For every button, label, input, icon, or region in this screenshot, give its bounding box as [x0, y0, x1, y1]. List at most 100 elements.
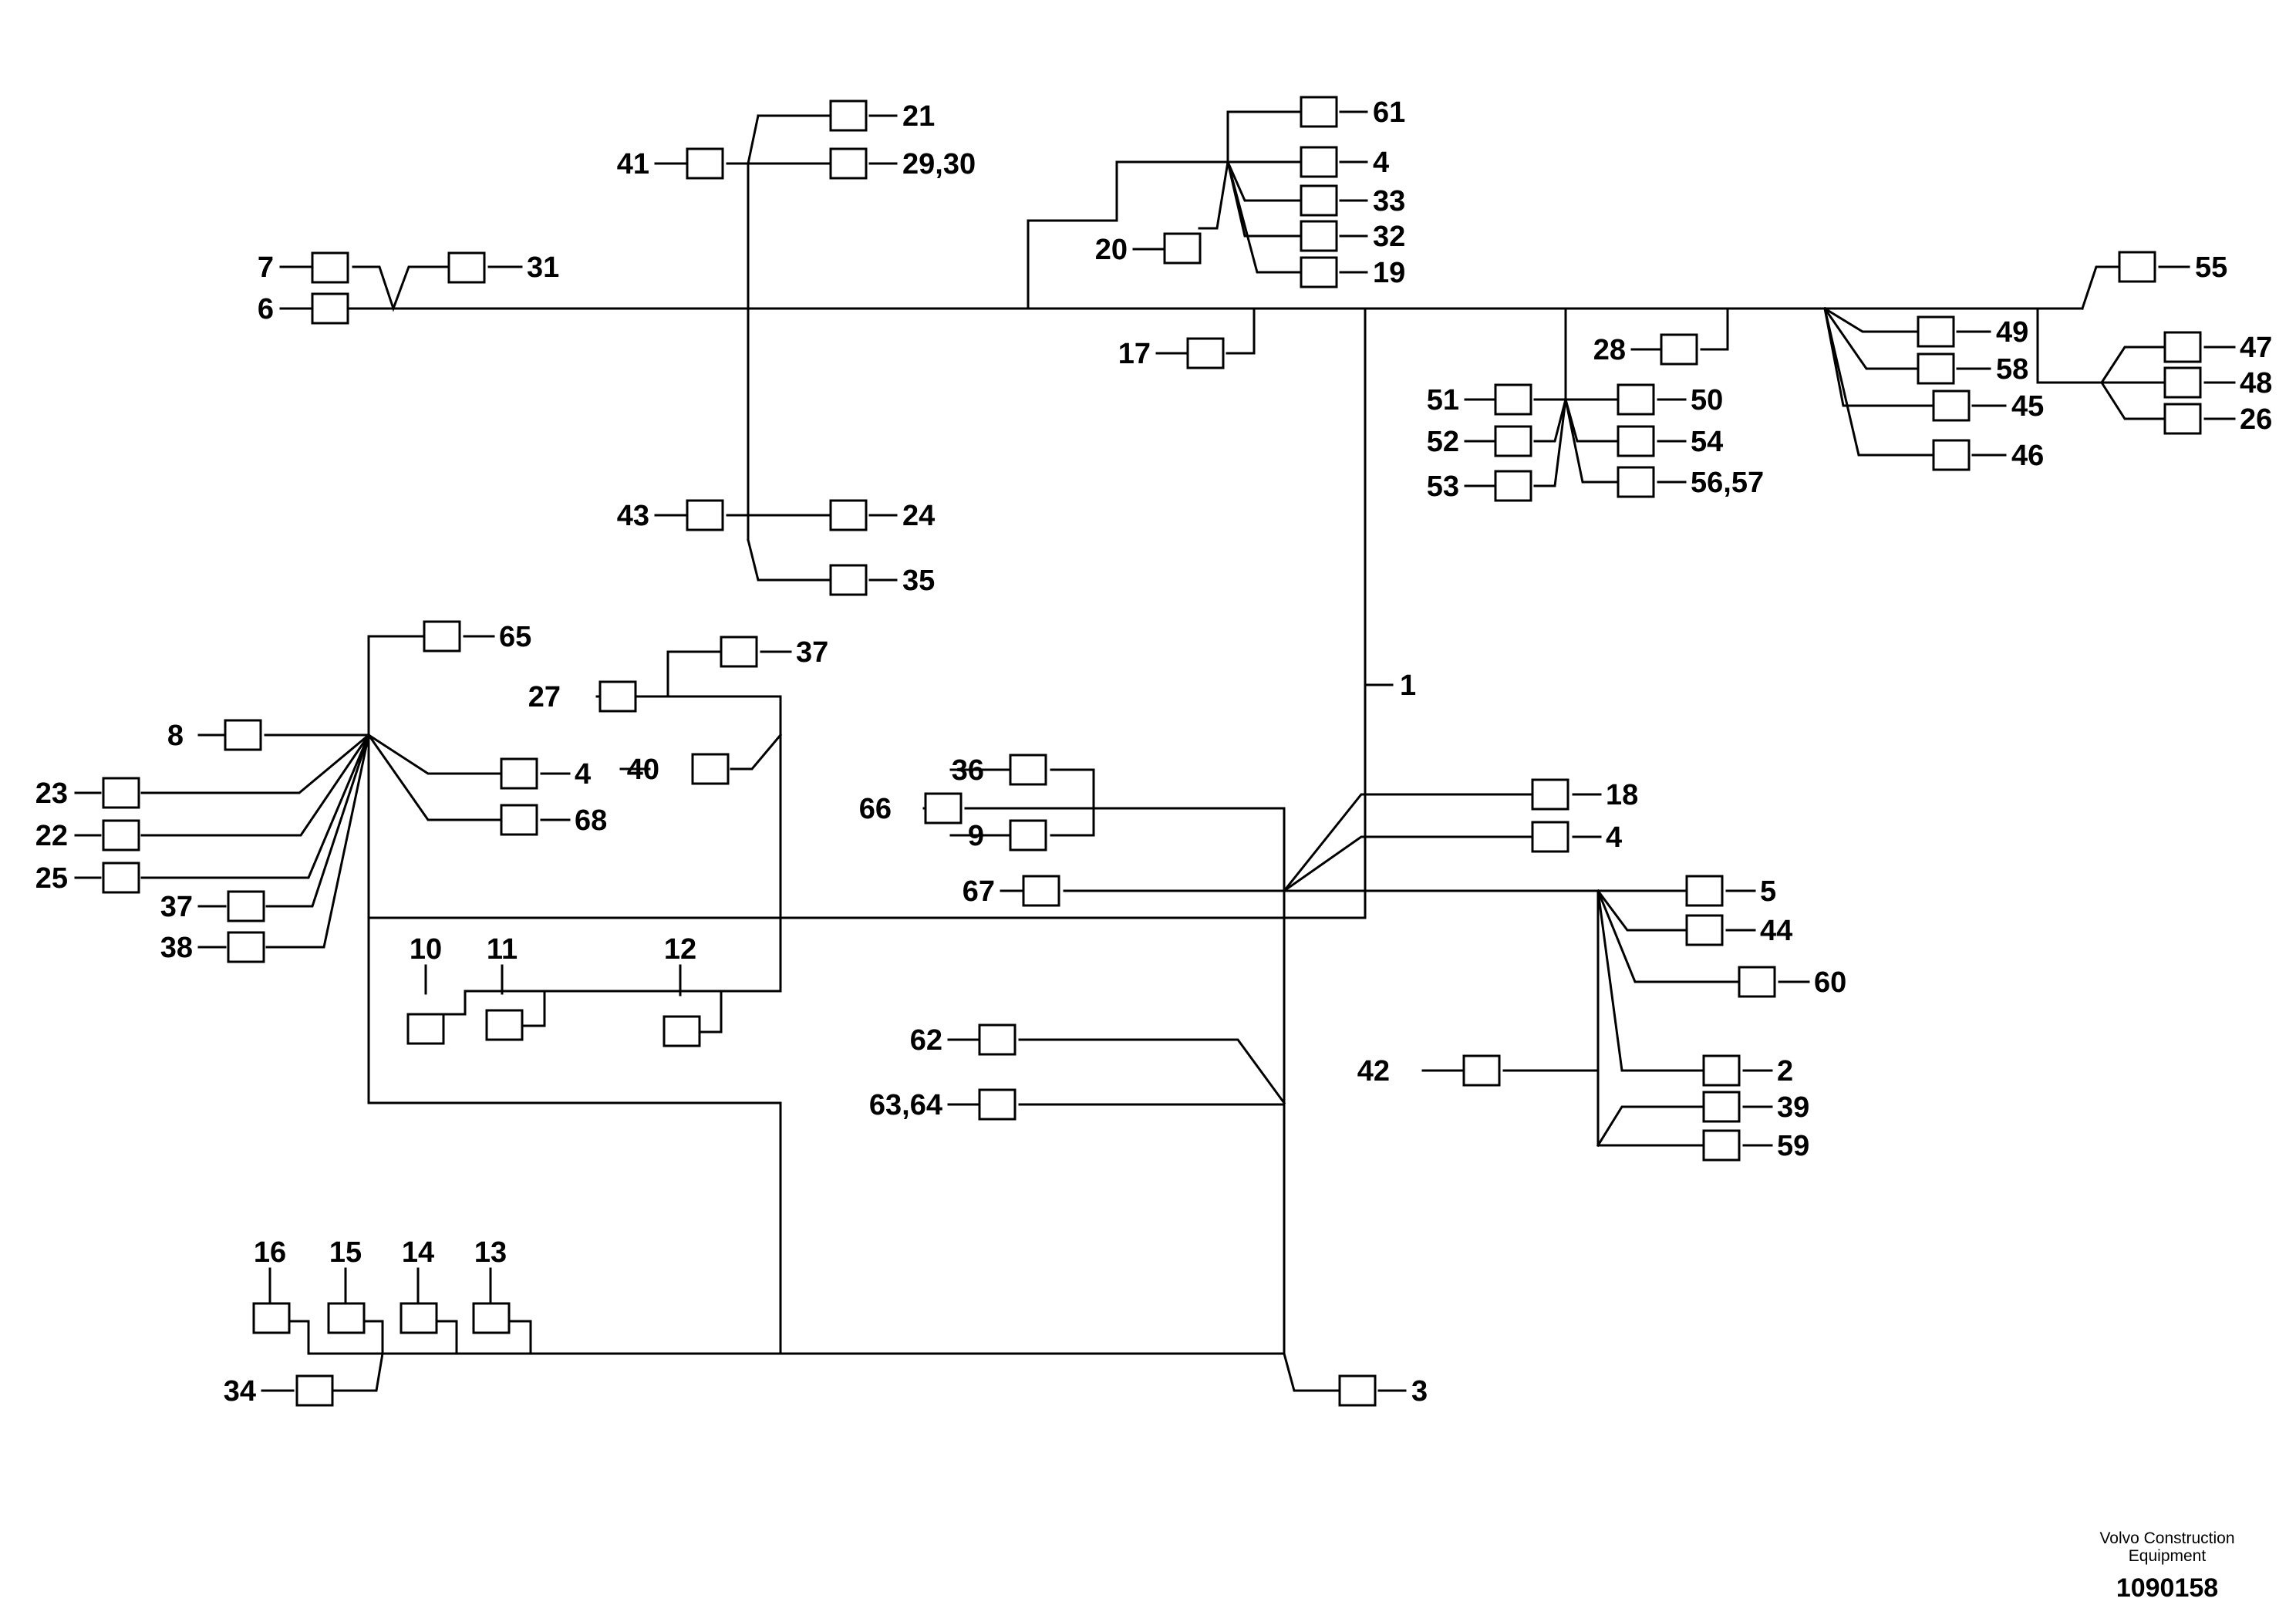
- connector-25: [102, 862, 140, 894]
- label-61: 61: [1373, 96, 1405, 129]
- connector-66: [924, 792, 963, 824]
- label-37-left: 37: [160, 891, 193, 923]
- harness-wires: [74, 110, 2236, 1392]
- connector-41: [686, 147, 724, 180]
- label-31: 31: [527, 251, 559, 284]
- connector-47: [2163, 331, 2202, 363]
- connector-18: [1531, 778, 1569, 811]
- connector-48: [2163, 366, 2202, 399]
- connector-19: [1300, 256, 1338, 288]
- connector-6: [311, 292, 349, 325]
- label-27: 27: [528, 681, 561, 713]
- label-62: 62: [910, 1024, 942, 1057]
- connector-4-left: [500, 757, 538, 790]
- connector-59: [1702, 1129, 1741, 1162]
- label-47: 47: [2240, 332, 2272, 364]
- connector-31: [447, 251, 486, 284]
- document-number: 1090158: [2116, 1573, 2219, 1603]
- connector-32: [1300, 220, 1338, 252]
- connector-37-top: [720, 636, 758, 668]
- label-12: 12: [664, 933, 696, 966]
- label-63-64: 63,64: [869, 1089, 942, 1121]
- connector-20: [1163, 232, 1202, 265]
- label-16: 16: [254, 1236, 286, 1269]
- label-29-30: 29,30: [902, 148, 976, 180]
- connector-24: [829, 499, 868, 531]
- connector-58: [1917, 352, 1955, 385]
- connector-36: [1009, 754, 1047, 786]
- label-55: 55: [2195, 251, 2227, 284]
- label-5: 5: [1760, 875, 1776, 908]
- label-trunk-1: 1: [1400, 669, 1416, 702]
- connector-46: [1932, 439, 1971, 471]
- label-49: 49: [1996, 316, 2028, 349]
- label-37-top: 37: [796, 636, 828, 669]
- connector-68: [500, 804, 538, 836]
- connector-12: [663, 1015, 701, 1047]
- label-26: 26: [2240, 403, 2272, 436]
- connector-21: [829, 99, 868, 132]
- connector-60: [1738, 966, 1776, 998]
- connector-2: [1702, 1054, 1741, 1087]
- connector-50: [1617, 383, 1655, 416]
- label-40: 40: [627, 754, 659, 786]
- label-50: 50: [1691, 384, 1723, 416]
- label-33: 33: [1373, 185, 1405, 218]
- label-9: 9: [968, 820, 984, 852]
- connector-49: [1917, 315, 1955, 348]
- connector-40: [691, 753, 730, 785]
- connector-3: [1338, 1374, 1377, 1407]
- connector-67: [1022, 875, 1060, 907]
- label-65: 65: [499, 621, 531, 653]
- connector-16: [252, 1302, 291, 1334]
- connector-38: [227, 931, 265, 963]
- label-4-right: 4: [1606, 821, 1622, 854]
- connector-13: [472, 1302, 511, 1334]
- label-19: 19: [1373, 257, 1405, 289]
- connector-4-right: [1531, 821, 1569, 853]
- label-43: 43: [617, 500, 649, 532]
- connector-26: [2163, 403, 2202, 435]
- label-21: 21: [902, 100, 935, 133]
- connector-29-30: [829, 147, 868, 180]
- label-39: 39: [1777, 1091, 1809, 1124]
- label-48: 48: [2240, 367, 2272, 400]
- connector-61: [1300, 96, 1338, 128]
- connector-43: [686, 499, 724, 531]
- label-13: 13: [474, 1236, 507, 1269]
- connector-45: [1932, 389, 1971, 422]
- connector-37-left: [227, 890, 265, 922]
- label-20: 20: [1095, 234, 1128, 266]
- label-56-57: 56,57: [1691, 467, 1764, 499]
- connector-10: [406, 1013, 445, 1045]
- connector-44: [1685, 914, 1724, 946]
- label-28: 28: [1593, 334, 1626, 366]
- label-44: 44: [1760, 915, 1792, 947]
- label-68: 68: [575, 804, 607, 837]
- label-6: 6: [258, 293, 274, 325]
- connector-8: [224, 719, 262, 751]
- connector-39: [1702, 1091, 1741, 1123]
- label-45: 45: [2011, 390, 2044, 423]
- connector-27: [598, 680, 637, 713]
- label-60: 60: [1814, 966, 1846, 999]
- label-11: 11: [487, 933, 518, 966]
- label-23: 23: [35, 777, 68, 810]
- label-35: 35: [902, 565, 935, 597]
- label-22: 22: [35, 820, 68, 852]
- label-17: 17: [1118, 338, 1151, 370]
- label-38: 38: [160, 932, 193, 964]
- connector-42: [1462, 1054, 1501, 1087]
- connector-52: [1494, 425, 1532, 457]
- brand-line-2: Equipment: [2128, 1547, 2207, 1565]
- label-4-top: 4: [1373, 147, 1389, 179]
- connector-5: [1685, 875, 1724, 907]
- label-42: 42: [1357, 1055, 1390, 1088]
- label-4-left: 4: [575, 758, 591, 791]
- label-52: 52: [1427, 426, 1459, 458]
- label-59: 59: [1777, 1130, 1809, 1162]
- connector-boxes: [102, 96, 2202, 1407]
- connector-23: [102, 777, 140, 809]
- label-18: 18: [1606, 779, 1638, 811]
